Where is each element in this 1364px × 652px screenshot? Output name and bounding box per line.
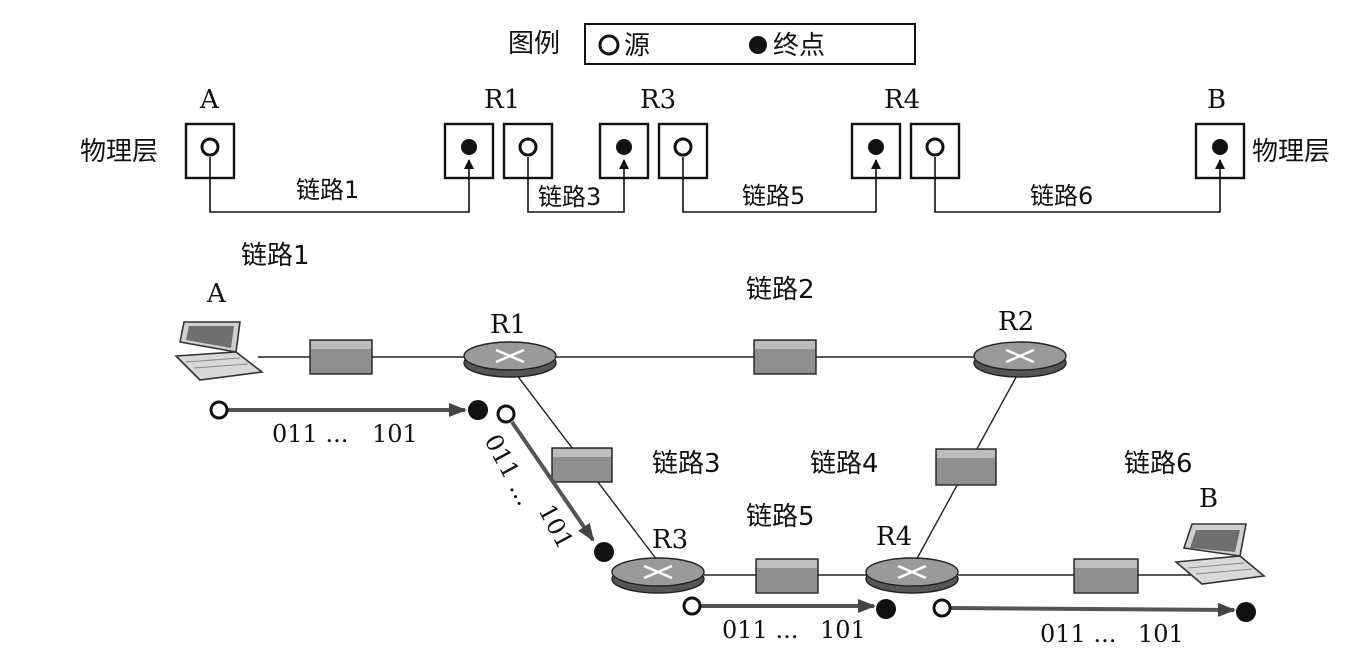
- top-label-r4: R4: [884, 85, 920, 115]
- router-label-r4: R4: [876, 522, 912, 552]
- legend-destination-label: 终点: [773, 31, 825, 61]
- network-link-2-label: 链路2: [746, 275, 815, 305]
- top-link-6-label: 链路6: [1030, 182, 1093, 210]
- bitstream-5-start: 011 ...: [722, 616, 798, 644]
- network-link-4-label: 链路4: [810, 449, 879, 479]
- bitstream-link-1: 011 ... 101: [209, 400, 488, 448]
- destination-icon: [468, 400, 488, 420]
- destination-icon: [749, 36, 767, 54]
- destination-icon: [1212, 139, 1228, 155]
- top-label-r1: R1: [484, 85, 520, 115]
- network-title: 链路1: [241, 241, 310, 271]
- top-link-6-path: [934, 157, 1225, 213]
- physical-layer-right: 物理层: [1252, 137, 1330, 167]
- laptop-icon: [174, 321, 265, 381]
- bitstream-3-start: 011 ...: [479, 430, 540, 511]
- destination-icon: [868, 139, 884, 155]
- source-icon: [673, 137, 693, 157]
- top-label-r3: R3: [640, 85, 676, 115]
- destination-icon: [594, 542, 614, 562]
- physical-layer-boxes: [184, 122, 1246, 180]
- link-switch-4: [935, 448, 997, 486]
- bitstream-5-end: 101: [820, 616, 866, 644]
- legend-title: 图例: [508, 29, 560, 59]
- link-switch-1: [309, 339, 373, 375]
- top-link-3-path: [527, 157, 629, 213]
- bitstream-6-start: 011 ...: [1040, 620, 1116, 648]
- top-link-3-label: 链路3: [538, 183, 601, 211]
- source-icon: [518, 137, 538, 157]
- source-icon: [925, 137, 945, 157]
- bitstream-link-3: 011 ... 101: [479, 404, 614, 562]
- host-b-label: B: [1199, 484, 1218, 514]
- router-label-r3: R3: [652, 525, 688, 555]
- router-icon: [973, 341, 1067, 378]
- host-a-label: A: [206, 279, 227, 309]
- network-link-6-label: 链路6: [1124, 449, 1193, 479]
- bitstream-6-end: 101: [1138, 620, 1184, 648]
- destination-icon: [876, 599, 896, 619]
- top-link-1-path: [209, 157, 474, 213]
- legend: 图例 源 终点: [508, 23, 916, 65]
- top-link-1-label: 链路1: [296, 176, 359, 204]
- source-icon: [598, 34, 620, 56]
- destination-icon: [616, 139, 632, 155]
- top-label-a: A: [199, 85, 220, 115]
- network-link-3-label: 链路3: [652, 449, 721, 479]
- bitstream-1-end: 101: [372, 420, 418, 448]
- source-icon: [932, 598, 952, 618]
- link-switch-3: [551, 447, 613, 483]
- router-label-r2: R2: [998, 307, 1034, 337]
- top-link-5-path: [682, 157, 881, 213]
- topology-lines: [258, 356, 1192, 576]
- network-link-5-label: 链路5: [746, 502, 815, 532]
- destination-icon: [461, 139, 477, 155]
- router-icon: [463, 341, 557, 378]
- source-icon: [496, 404, 516, 424]
- top-label-b: B: [1207, 85, 1226, 115]
- router-icon: [611, 557, 705, 594]
- source-icon: [209, 400, 229, 420]
- link-switch-2: [753, 339, 817, 375]
- bitstream-link-5: 011 ... 101: [682, 596, 896, 644]
- destination-icon: [1236, 602, 1256, 622]
- source-icon: [200, 137, 220, 157]
- bitstream-link-6: 011 ... 101: [932, 598, 1256, 648]
- link-switch-5: [755, 558, 819, 594]
- top-link-5-label: 链路5: [742, 182, 805, 210]
- laptop-icon: [1174, 523, 1266, 585]
- router-label-r1: R1: [490, 310, 526, 340]
- physical-links: [209, 157, 1225, 213]
- router-icon: [865, 557, 959, 594]
- source-icon: [682, 596, 702, 616]
- legend-source-label: 源: [624, 31, 650, 61]
- link-switch-6: [1073, 558, 1139, 594]
- physical-layer-left: 物理层: [80, 137, 158, 167]
- bitstream-1-start: 011 ...: [272, 420, 348, 448]
